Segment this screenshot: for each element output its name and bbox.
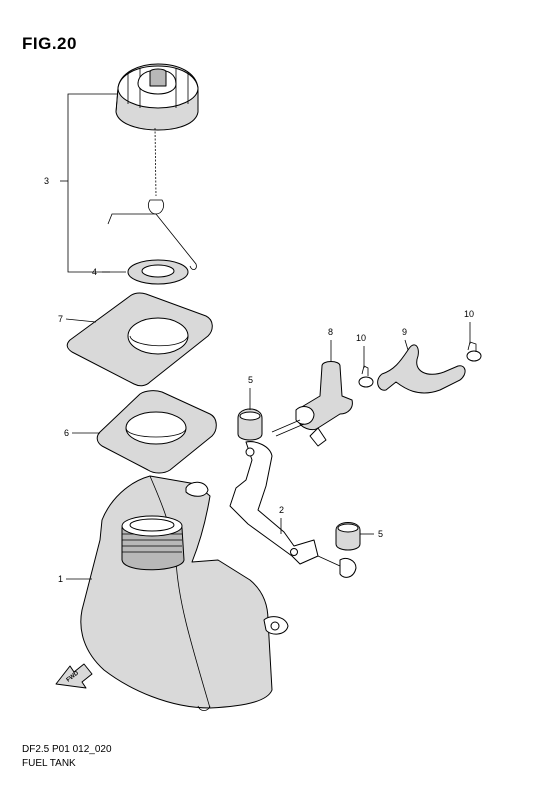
callouts: 3 4 7 6 1 5 2 5 8 10 9 10	[44, 93, 474, 584]
callout-4: 4	[92, 267, 97, 277]
callout-8: 8	[328, 327, 333, 337]
callout-3: 3	[44, 176, 49, 186]
figure-name: FUEL TANK	[22, 758, 76, 769]
part-fuel-hose[interactable]	[377, 344, 466, 394]
callout-7: 7	[58, 314, 63, 324]
part-clip-left[interactable]	[358, 365, 374, 388]
callout-1: 1	[58, 574, 63, 584]
figure-code: DF2.5 P01 012_020	[22, 744, 112, 755]
part-bracket[interactable]	[229, 441, 357, 578]
forward-arrow-icon: FWD	[55, 663, 93, 689]
callout-9: 9	[402, 327, 407, 337]
part-clip-right[interactable]	[466, 341, 482, 362]
part-fuel-cap[interactable]	[115, 63, 199, 131]
part-gasket[interactable]	[127, 259, 189, 285]
part-cap-chain	[107, 127, 197, 270]
callout-5-lower: 5	[378, 529, 383, 539]
part-fuel-cock[interactable]	[271, 361, 353, 447]
callout-2: 2	[279, 505, 284, 515]
callout-6: 6	[64, 428, 69, 438]
part-grommet-lower[interactable]	[335, 522, 361, 551]
part-fuel-tank[interactable]	[80, 475, 289, 711]
part-plate-seal[interactable]	[66, 292, 213, 387]
callout-5-upper: 5	[248, 375, 253, 385]
figure-title: FIG.20	[22, 34, 77, 53]
part-mount-seal[interactable]	[96, 390, 217, 474]
callout-10-right: 10	[464, 309, 474, 319]
callout-10-left: 10	[356, 333, 366, 343]
part-grommet-upper[interactable]	[237, 408, 263, 441]
